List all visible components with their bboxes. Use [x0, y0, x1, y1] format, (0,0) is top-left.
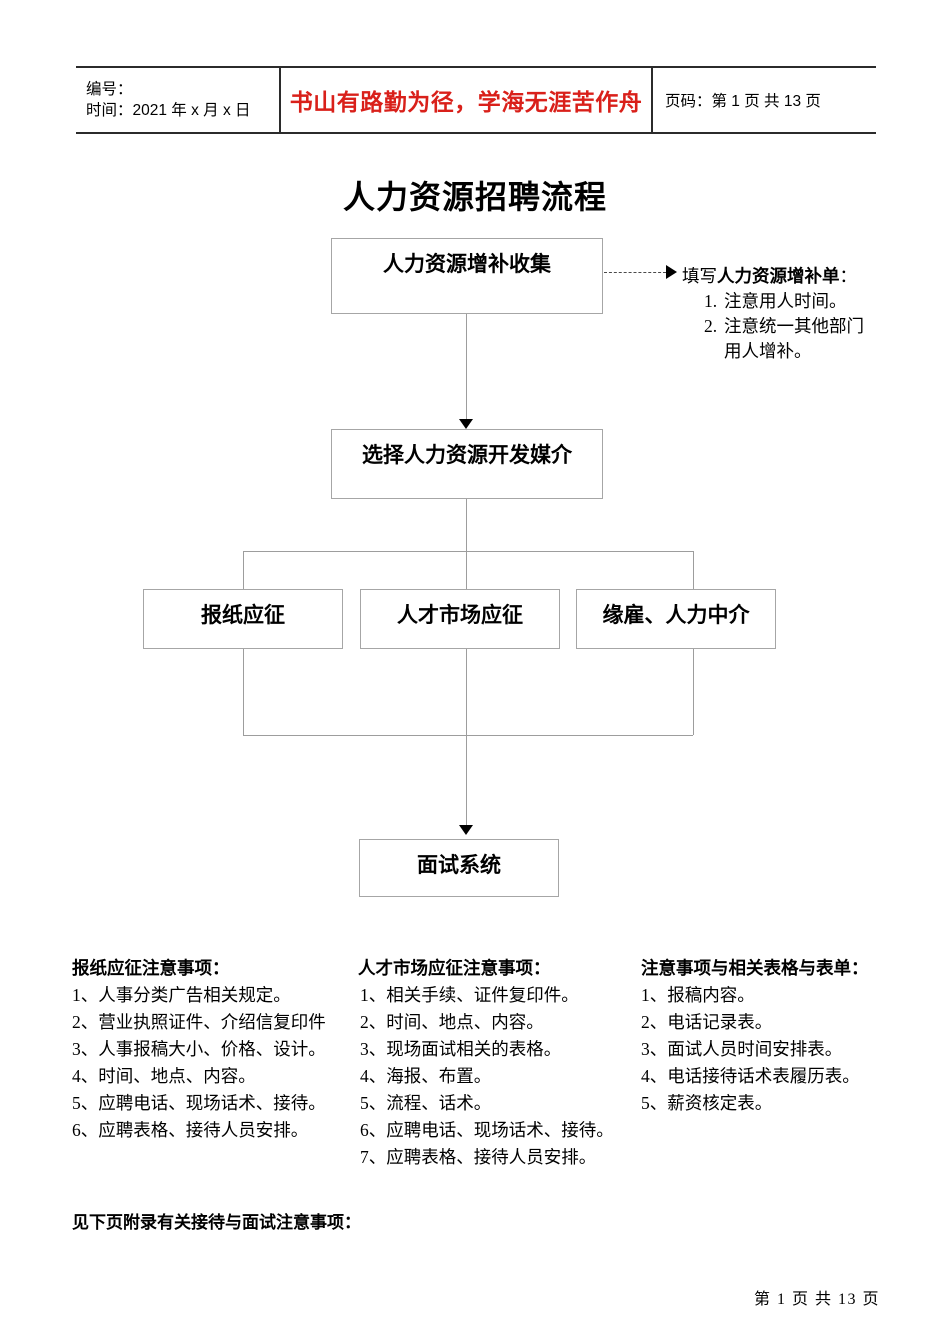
connector-media-down [466, 499, 467, 551]
merge-rise-center [466, 649, 467, 735]
slogan-text: 书山有路勤为径，学海无涯苦作舟 [289, 90, 643, 115]
dashed-connector-to-annotation [604, 272, 666, 273]
merge-rise-right [693, 649, 694, 735]
note-item: 1、人事分类广告相关规定。 [72, 985, 291, 1005]
notes-column-market: 人才市场应征注意事项： 1、相关手续、证件复印件。 2、时间、地点、内容。 3、… [358, 955, 636, 1171]
notes-column-title: 人才市场应征注意事项： [358, 958, 551, 978]
branch-drop-center [466, 551, 467, 589]
note-item: 3、面试人员时间安排表。 [641, 1039, 843, 1059]
flow-box-agency[interactable]: 缘雇、人力中介 [576, 589, 776, 649]
notes-column-title: 报纸应征注意事项： [72, 958, 230, 978]
doc-number-label: 编号： [86, 81, 133, 98]
note-item: 3、人事报稿大小、价格、设计。 [72, 1039, 326, 1059]
connector-merge-to-interview [466, 735, 467, 829]
notes-column-title: 注意事项与相关表格与表单： [641, 958, 869, 978]
header-cell-pagecode: 页码：第 1 页 共 13 页 [653, 68, 876, 132]
branch-bus-top [243, 551, 693, 552]
note-item: 7、应聘表格、接待人员安排。 [360, 1147, 597, 1167]
note-item: 4、时间、地点、内容。 [72, 1066, 256, 1086]
header-table: 编号： 时间：2021 年 x 月 x 日 书山有路勤为径，学海无涯苦作舟 页码… [76, 66, 876, 134]
annotation-heading-bold: 人力资源增补单 [717, 266, 840, 286]
flow-box-newspaper[interactable]: 报纸应征 [143, 589, 343, 649]
flow-box-interview[interactable]: 面试系统 [359, 839, 559, 897]
merge-rise-left [243, 649, 244, 735]
note-item: 2、电话记录表。 [641, 1012, 773, 1032]
annotation-item: 1. 注意用人时间。 [682, 289, 932, 314]
see-next-page-note: 见下页附录有关接待与面试注意事项： [72, 1213, 361, 1232]
annotation-item-text: 注意用人时间。 [724, 291, 847, 311]
annotation-item-number: 2. [704, 316, 718, 336]
note-item: 6、应聘表格、接待人员安排。 [72, 1120, 309, 1140]
branch-drop-right [693, 551, 694, 589]
note-item: 1、相关手续、证件复印件。 [360, 985, 579, 1005]
notes-section: 报纸应征注意事项： 1、人事分类广告相关规定。 2、营业执照证件、介绍信复印件 … [0, 955, 950, 1175]
flow-box-collect[interactable]: 人力资源增补收集 [331, 238, 603, 314]
note-item: 4、电话接待话术表履历表。 [641, 1066, 860, 1086]
annotation-item-continuation: 用人增补。 [724, 341, 812, 361]
page-footer-number: 第 1 页 共 13 页 [753, 1291, 880, 1308]
doc-date-label: 时间：2021 年 x 月 x 日 [86, 102, 251, 119]
annotation-item-text: 注意统一其他部门 [724, 316, 864, 336]
annotation-item: 2. 注意统一其他部门 [682, 314, 932, 339]
note-item: 2、营业执照证件、介绍信复印件 [72, 1012, 326, 1032]
arrow-to-annotation-icon [666, 265, 677, 279]
flow-box-media[interactable]: 选择人力资源开发媒介 [331, 429, 603, 499]
flow-box-market[interactable]: 人才市场应征 [360, 589, 560, 649]
page-code-text: 页码：第 1 页 共 13 页 [665, 93, 821, 110]
notes-column-newspaper: 报纸应征注意事项： 1、人事分类广告相关规定。 2、营业执照证件、介绍信复印件 … [72, 955, 362, 1144]
annotation-item-number: 1. [704, 291, 718, 311]
annotation-heading: 填写人力资源增补单： [682, 264, 932, 289]
header-cell-slogan: 书山有路勤为径，学海无涯苦作舟 [281, 68, 653, 132]
arrow-to-interview-icon [459, 825, 473, 835]
notes-column-forms: 注意事项与相关表格与表单： 1、报稿内容。 2、电话记录表。 3、面试人员时间安… [632, 955, 932, 1117]
note-item: 5、流程、话术。 [360, 1093, 492, 1113]
note-item: 2、时间、地点、内容。 [360, 1012, 544, 1032]
annotation-heading-suffix: ： [839, 266, 858, 286]
connector-collect-to-media [466, 314, 467, 425]
note-item: 1、报稿内容。 [641, 985, 755, 1005]
branch-drop-left [243, 551, 244, 589]
note-item: 4、海报、布置。 [360, 1066, 492, 1086]
annotation-heading-prefix: 填写 [682, 266, 717, 286]
page-title: 人力资源招聘流程 [342, 179, 607, 215]
note-item: 3、现场面试相关的表格。 [360, 1039, 562, 1059]
arrow-collect-to-media-icon [459, 419, 473, 429]
note-item: 5、薪资核定表。 [641, 1093, 773, 1113]
header-cell-meta: 编号： 时间：2021 年 x 月 x 日 [76, 68, 281, 132]
annotation-block: 填写人力资源增补单： 1. 注意用人时间。 2. 注意统一其他部门 用人增补。 [682, 264, 932, 364]
note-item: 6、应聘电话、现场话术、接待。 [360, 1120, 614, 1140]
note-item: 5、应聘电话、现场话术、接待。 [72, 1093, 326, 1113]
merge-bus-bottom [243, 735, 693, 736]
